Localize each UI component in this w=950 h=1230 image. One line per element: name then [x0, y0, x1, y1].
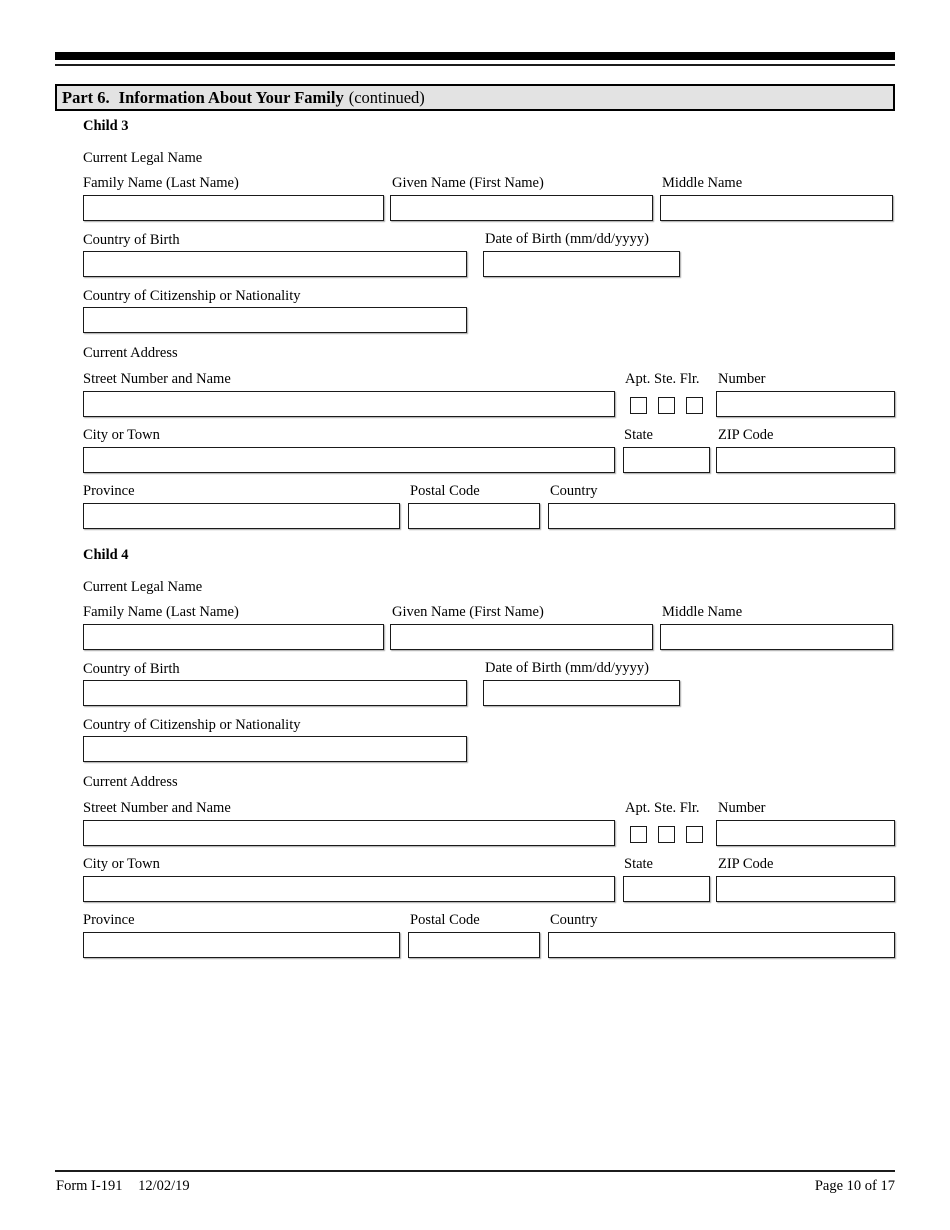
street-input-child3[interactable] — [83, 391, 615, 417]
current-address-label: Current Address — [83, 774, 178, 790]
apt-ste-flr-label: Apt. Ste. Flr. — [625, 371, 700, 387]
current-legal-name-label: Current Legal Name — [83, 150, 203, 166]
citizenship-input-child4[interactable] — [83, 736, 467, 762]
part-title: Information About Your Family — [118, 87, 344, 107]
date-of-birth-label: Date of Birth (mm/dd/yyyy) — [485, 231, 649, 247]
city-input-child4[interactable] — [83, 876, 615, 902]
given-name-input-child4[interactable] — [390, 624, 653, 650]
apt-ste-flr-label: Apt. Ste. Flr. — [625, 800, 700, 816]
country-label: Country — [550, 483, 598, 499]
number-input-child4[interactable] — [716, 820, 895, 846]
ste-checkbox-child3[interactable] — [658, 397, 675, 414]
ste-checkbox-child4[interactable] — [658, 826, 675, 843]
street-input-child4[interactable] — [83, 820, 615, 846]
citizenship-label: Country of Citizenship or Nationality — [83, 717, 301, 733]
family-name-label: Family Name (Last Name) — [83, 604, 239, 620]
part-number: Part 6. — [62, 87, 110, 107]
citizenship-label: Country of Citizenship or Nationality — [83, 288, 301, 304]
part-title-continued: (continued) — [348, 87, 425, 107]
province-label: Province — [83, 483, 135, 499]
flr-checkbox-child4[interactable] — [686, 826, 703, 843]
middle-name-label: Middle Name — [662, 175, 743, 191]
section-title: Child 3 — [83, 118, 129, 134]
province-label: Province — [83, 912, 135, 928]
zip-input-child3[interactable] — [716, 447, 895, 473]
country-of-birth-input-child3[interactable] — [83, 251, 467, 277]
date-of-birth-input-child3[interactable] — [483, 251, 680, 277]
state-label: State — [624, 856, 653, 872]
section-title: Child 4 — [83, 547, 129, 563]
zip-label: ZIP Code — [718, 427, 774, 443]
top-black-bar — [55, 52, 895, 60]
apt-checkbox-child4[interactable] — [630, 826, 647, 843]
given-name-input-child3[interactable] — [390, 195, 653, 221]
country-of-birth-label: Country of Birth — [83, 661, 180, 677]
postal-code-input-child4[interactable] — [408, 932, 540, 958]
date-of-birth-input-child4[interactable] — [483, 680, 680, 706]
current-address-label: Current Address — [83, 345, 178, 361]
postal-code-input-child3[interactable] — [408, 503, 540, 529]
part-6-header: Part 6. Information About Your Family (c… — [55, 84, 895, 111]
city-label: City or Town — [83, 427, 160, 443]
middle-name-input-child3[interactable] — [660, 195, 893, 221]
middle-name-label: Middle Name — [662, 604, 743, 620]
date-of-birth-label: Date of Birth (mm/dd/yyyy) — [485, 660, 649, 676]
state-label: State — [624, 427, 653, 443]
province-input-child3[interactable] — [83, 503, 400, 529]
state-input-child3[interactable] — [623, 447, 710, 473]
state-input-child4[interactable] — [623, 876, 710, 902]
apt-checkbox-child3[interactable] — [630, 397, 647, 414]
country-of-birth-input-child4[interactable] — [83, 680, 467, 706]
city-label: City or Town — [83, 856, 160, 872]
middle-name-input-child4[interactable] — [660, 624, 893, 650]
given-name-label: Given Name (First Name) — [392, 604, 544, 620]
family-name-label: Family Name (Last Name) — [83, 175, 239, 191]
section-child-4: Child 4 Current Legal Name Family Name (… — [55, 547, 895, 977]
given-name-label: Given Name (First Name) — [392, 175, 544, 191]
family-name-input-child4[interactable] — [83, 624, 384, 650]
city-input-child3[interactable] — [83, 447, 615, 473]
zip-label: ZIP Code — [718, 856, 774, 872]
zip-input-child4[interactable] — [716, 876, 895, 902]
country-label: Country — [550, 912, 598, 928]
number-input-child3[interactable] — [716, 391, 895, 417]
province-input-child4[interactable] — [83, 932, 400, 958]
country-of-birth-label: Country of Birth — [83, 232, 180, 248]
street-label: Street Number and Name — [83, 800, 231, 816]
page-indicator: Page 10 of 17 — [814, 1178, 895, 1194]
edition-date: 12/02/19 — [138, 1178, 190, 1194]
citizenship-input-child3[interactable] — [83, 307, 467, 333]
postal-code-label: Postal Code — [410, 483, 480, 499]
family-name-input-child3[interactable] — [83, 195, 384, 221]
form-number: Form I-191 — [56, 1178, 123, 1194]
footer-rule — [55, 1170, 895, 1172]
current-legal-name-label: Current Legal Name — [83, 579, 203, 595]
footer-form-info: Form I-191 12/02/19 — [56, 1178, 190, 1195]
postal-code-label: Postal Code — [410, 912, 480, 928]
section-child-3: Child 3 Current Legal Name Family Name (… — [55, 118, 895, 548]
number-label: Number — [718, 371, 766, 387]
number-label: Number — [718, 800, 766, 816]
street-label: Street Number and Name — [83, 371, 231, 387]
flr-checkbox-child3[interactable] — [686, 397, 703, 414]
top-thin-rule — [55, 64, 895, 66]
country-input-child4[interactable] — [548, 932, 895, 958]
country-input-child3[interactable] — [548, 503, 895, 529]
